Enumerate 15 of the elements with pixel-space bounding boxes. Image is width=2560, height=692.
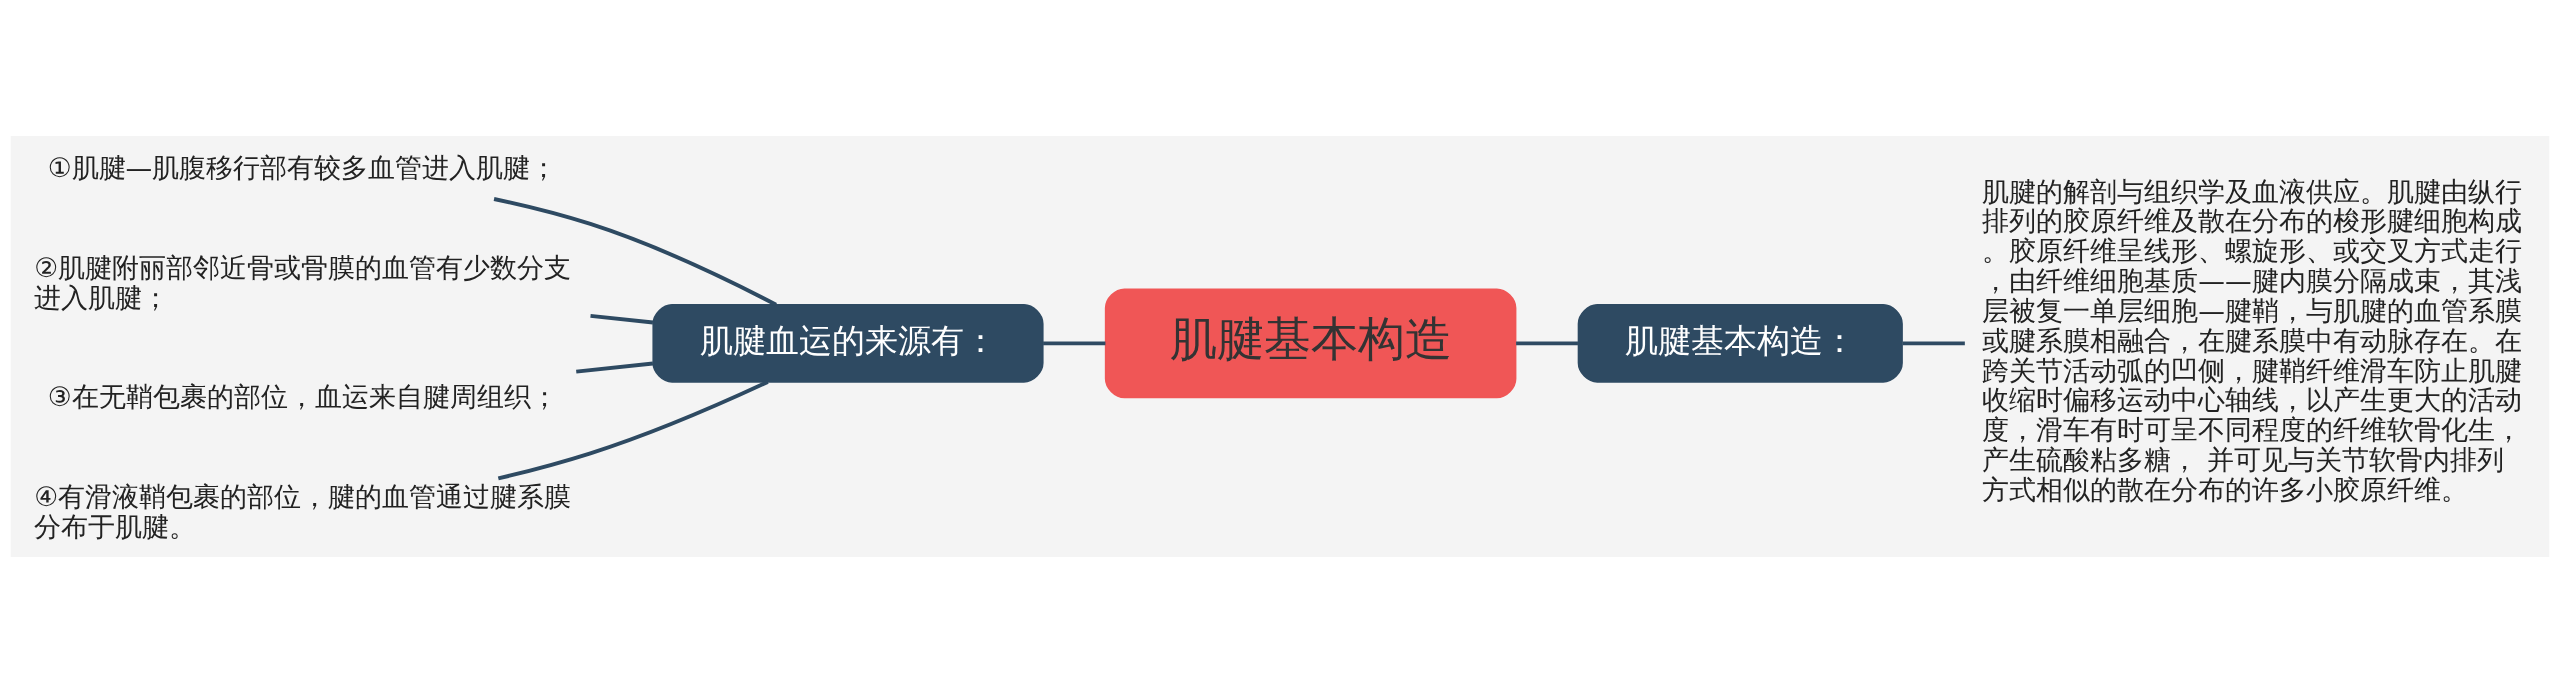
node-text: 肌腱的解剖与组织学及血液供应。肌腱由纵行排列的胶原纤维及散在分布的梭形腱细胞构成。胶原纤维呈线形、螺旋形、或交叉方式走行，由纤维细胞基质——腱内膜分隔成束，其浅层被复一单层细胞—腱鞘，与肌腱的血管系膜或腱系膜相融合，在腱系膜中有动脉存在。在跨关节活动弧的凹侧，腱鞘纤维滑车防止肌腱收缩时偏移运动中心轴线，以产生更大的活动度，滑车有时可呈不同程度的纤维软骨化生，产生硫酸粘多糖， 并可见与关节软骨内排列方式相似的散在分布的许多小胶原纤维。: [1982, 175, 2523, 505]
connector: [493, 196, 777, 306]
node-box: 肌腱基本构造: [1104, 287, 1517, 398]
connector: [1516, 340, 1578, 345]
connector: [1902, 340, 1965, 345]
node-text: ③在无鞘包裹的部位，血运来自腱周组织；: [47, 380, 558, 412]
node-text: ①肌腱—肌腹移行部有较多血管进入肌腱；: [47, 151, 558, 183]
node-text: ④有滑液鞘包裹的部位，腱的血管通过腱系膜分布于肌腱。: [34, 480, 572, 542]
node-text: ②肌腱附丽部邻近骨或骨膜的血管有少数分支进入肌腱；: [34, 251, 572, 313]
connector: [576, 361, 654, 374]
connector: [497, 379, 769, 480]
node-box: 肌腱血运的来源有：: [652, 303, 1044, 383]
connector: [1043, 340, 1106, 345]
node-box: 肌腱基本构造：: [1577, 303, 1903, 383]
connector: [590, 313, 654, 325]
